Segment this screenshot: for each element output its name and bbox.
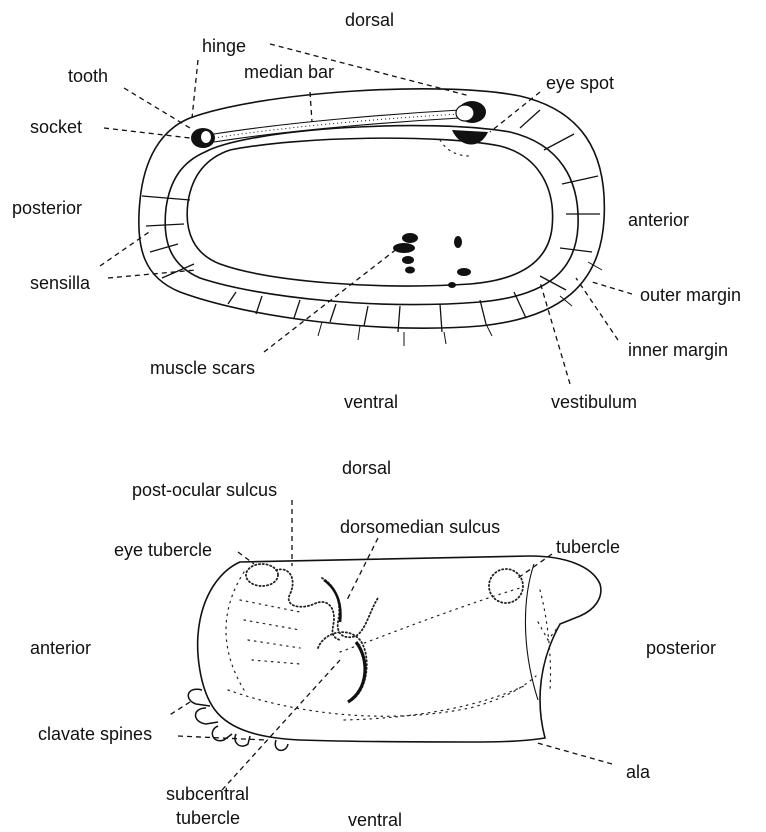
carapace-outline bbox=[198, 556, 601, 742]
label-tooth: tooth bbox=[68, 66, 108, 86]
label-eye-spot: eye spot bbox=[546, 73, 614, 93]
muscle-scars-shapes bbox=[393, 233, 471, 288]
dotted-ridges bbox=[226, 572, 536, 720]
socket-highlight bbox=[201, 131, 211, 143]
clavate-spines-shapes bbox=[188, 689, 288, 750]
label-posterior-lower: posterior bbox=[646, 638, 716, 658]
label-subcentral: subcentral bbox=[166, 784, 249, 804]
tubercle-shape bbox=[489, 569, 523, 603]
label-anterior-lower: anterior bbox=[30, 638, 91, 658]
label-median-bar: median bar bbox=[244, 62, 334, 82]
tooth-highlight bbox=[456, 105, 474, 121]
lower-figure: dorsal post-ocular sulcus dorsomedian su… bbox=[30, 458, 716, 830]
label-outer-margin: outer margin bbox=[640, 285, 741, 305]
label-dorsal-upper: dorsal bbox=[345, 10, 394, 30]
label-eye-tubercle: eye tubercle bbox=[114, 540, 212, 560]
label-clavate-spines: clavate spines bbox=[38, 724, 152, 744]
label-posterior-upper: posterior bbox=[12, 198, 82, 218]
post-ocular-sulcus-shape bbox=[276, 569, 340, 640]
label-socket: socket bbox=[30, 117, 82, 137]
dorsomedian-rim bbox=[324, 580, 340, 622]
label-dorsomedian-sulcus: dorsomedian sulcus bbox=[340, 517, 500, 537]
label-dorsal-lower: dorsal bbox=[342, 458, 391, 478]
label-ala: ala bbox=[626, 762, 651, 782]
label-post-ocular-sulcus: post-ocular sulcus bbox=[132, 480, 277, 500]
label-inner-margin: inner margin bbox=[628, 340, 728, 360]
label-tubercle: tubercle bbox=[556, 537, 620, 557]
label-sensilla: sensilla bbox=[30, 273, 91, 293]
label-anterior-upper: anterior bbox=[628, 210, 689, 230]
label-ventral-lower: ventral bbox=[348, 810, 402, 830]
upper-figure: dorsal hinge tooth median bar eye spot s… bbox=[12, 10, 741, 412]
median-bar bbox=[214, 110, 460, 134]
subcentral-tubercle-rim bbox=[348, 642, 365, 702]
ala-v-mark bbox=[538, 622, 562, 640]
label-subcentral-tubercle: tubercle bbox=[176, 808, 240, 828]
label-hinge: hinge bbox=[202, 36, 246, 56]
label-vestibulum: vestibulum bbox=[551, 392, 637, 412]
label-ventral-upper: ventral bbox=[344, 392, 398, 412]
label-muscle-scars: muscle scars bbox=[150, 358, 255, 378]
central-area-outline bbox=[187, 138, 552, 286]
lower-leader-lines bbox=[168, 500, 612, 790]
eye-tubercle-shape bbox=[246, 564, 278, 586]
outer-margin-outline bbox=[139, 89, 605, 328]
